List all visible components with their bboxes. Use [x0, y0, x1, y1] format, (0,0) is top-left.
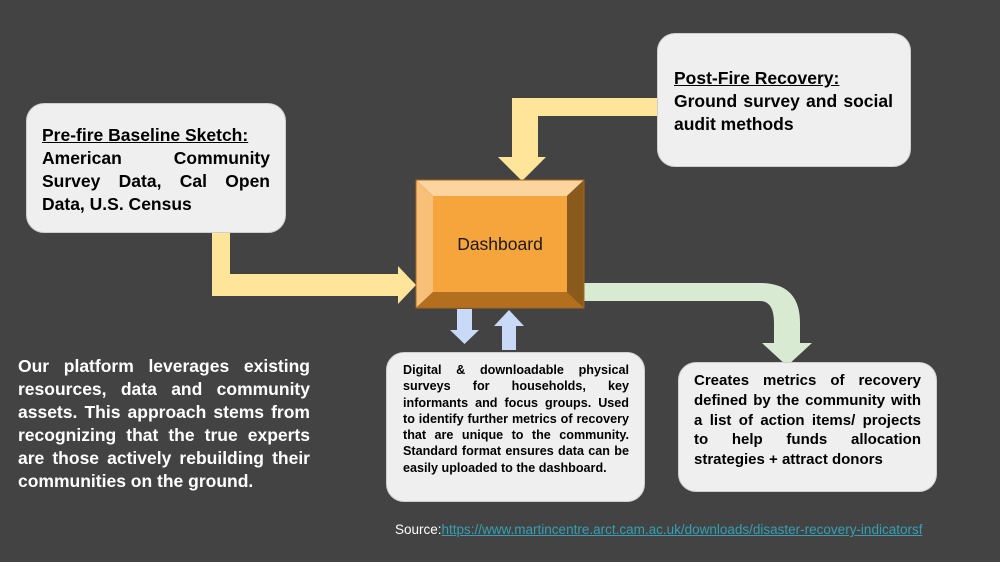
arrow-surveys-to-dashboard [494, 310, 524, 350]
arrow-prefire-to-dashboard [212, 228, 416, 304]
prefire-body: American Community Survey Data, Cal Open… [42, 148, 270, 214]
dashboard-label: Dashboard [457, 234, 543, 254]
postfire-body: Ground survey and social audit methods [674, 91, 893, 134]
platform-description: Our platform leverages existing resource… [18, 356, 310, 491]
arrow-postfire-to-dashboard [498, 98, 660, 181]
surveys-body: Digital & downloadable physical surveys … [403, 363, 629, 475]
dashboard-block: Dashboard [415, 179, 585, 309]
prefire-baseline-box: Pre-fire Baseline Sketch: American Commu… [26, 103, 286, 233]
postfire-title: Post-Fire Recovery: [674, 68, 840, 88]
prefire-title: Pre-fire Baseline Sketch: [42, 125, 249, 145]
source-label: Source: [395, 522, 442, 537]
surveys-box: Digital & downloadable physical surveys … [386, 352, 645, 502]
recovery-metrics-box: Creates metrics of recovery defined by t… [678, 362, 937, 492]
metrics-body: Creates metrics of recovery defined by t… [694, 372, 921, 469]
source-link[interactable]: https://www.martincentre.arct.cam.ac.uk/… [441, 522, 923, 537]
postfire-recovery-box: Post-Fire Recovery: Ground survey and so… [657, 33, 911, 167]
arrow-dashboard-to-surveys [450, 309, 479, 344]
arrow-dashboard-to-metrics [584, 283, 812, 366]
source-line: Source:https://www.martincentre.arct.cam… [395, 522, 922, 537]
